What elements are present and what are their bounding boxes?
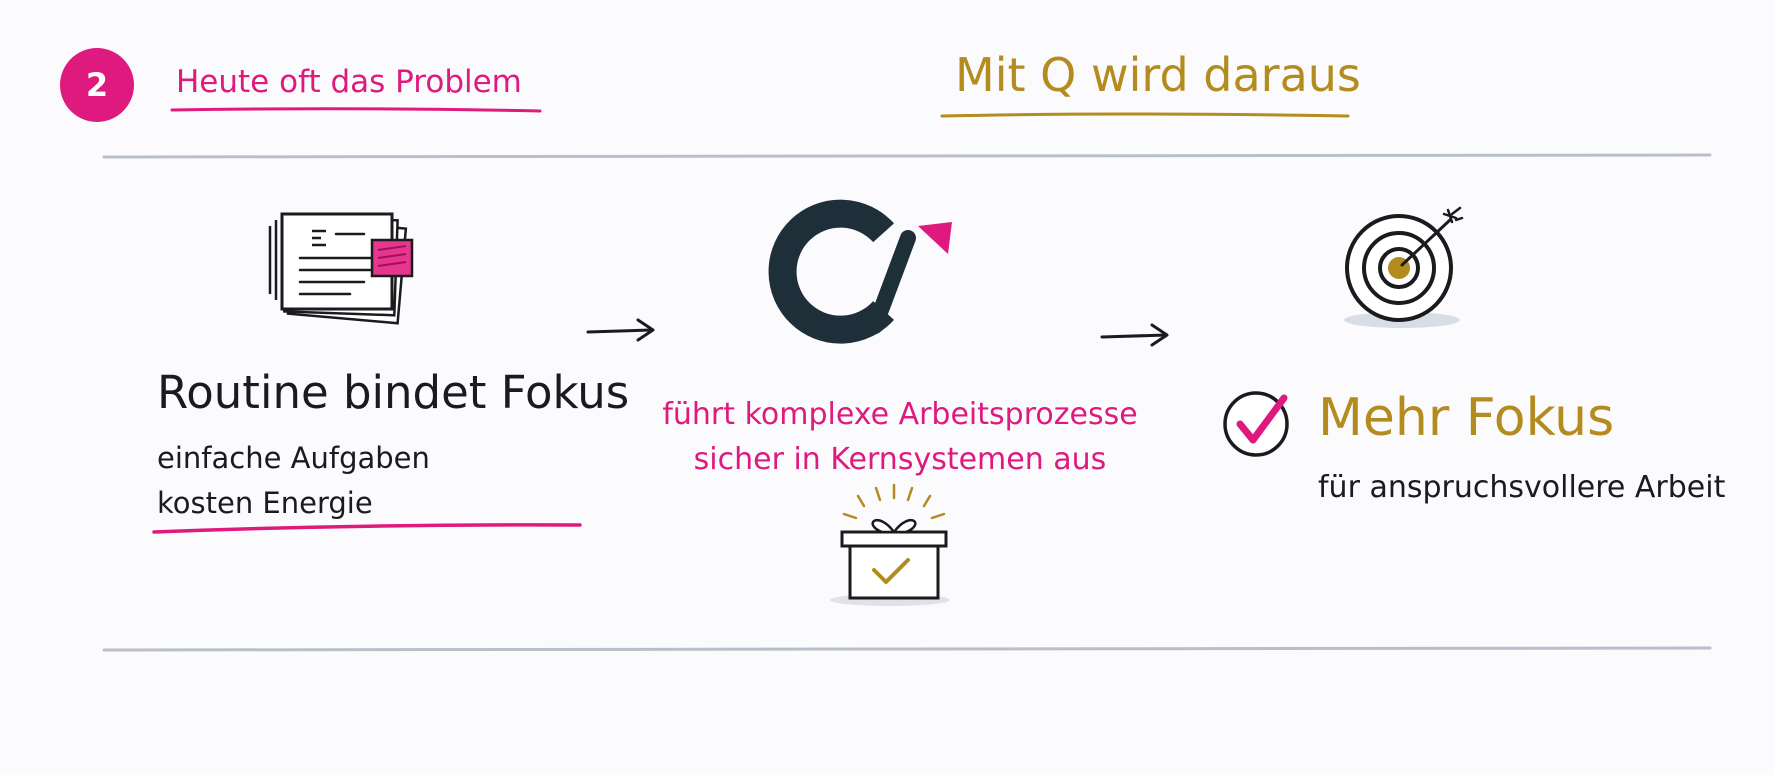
arrow-right-2 <box>1100 323 1169 347</box>
top-rule <box>102 153 1712 159</box>
gift-box-check-icon <box>830 483 950 606</box>
problem-heading: Heute oft das Problem <box>176 64 522 100</box>
left-subtitle-line2: kosten Energie <box>157 486 373 520</box>
check-circle-icon <box>1223 391 1289 457</box>
middle-description: führt komplexe Arbeitsprozesse sicher in… <box>630 392 1170 482</box>
q-logo-icon <box>768 199 952 344</box>
solution-underline <box>940 112 1350 118</box>
left-title: Routine bindet Fokus <box>157 366 630 419</box>
middle-line1: führt komplexe Arbeitsprozesse <box>662 397 1138 432</box>
bottom-rule <box>102 646 1712 652</box>
arrow-right-1 <box>586 318 655 342</box>
documents-with-sticky-note-icon <box>268 212 414 325</box>
problem-underline <box>170 107 542 113</box>
left-underline <box>152 523 582 534</box>
left-subtitle-line1: einfache Aufgaben <box>157 441 430 475</box>
target-arrow-icon <box>1344 206 1464 328</box>
left-subtitle: einfache Aufgaben kosten Energie <box>157 436 430 526</box>
solution-heading: Mit Q wird daraus <box>955 48 1361 102</box>
right-title: Mehr Fokus <box>1318 388 1615 448</box>
middle-line2: sicher in Kernsystemen aus <box>693 442 1107 477</box>
step-number-badge: 2 <box>60 48 134 122</box>
right-subtitle: für anspruchsvollere Arbeit <box>1318 470 1726 505</box>
